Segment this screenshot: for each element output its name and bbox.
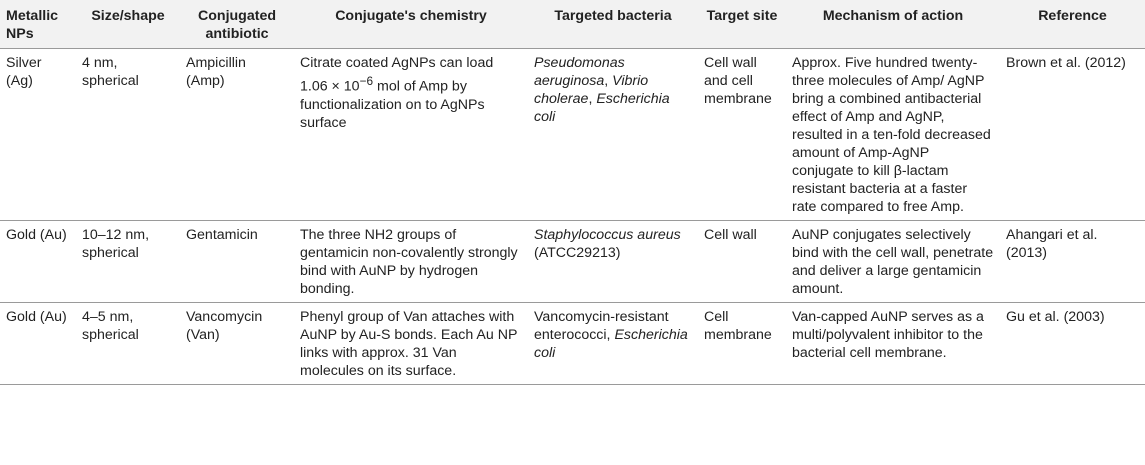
col-header-conjugate-chemistry: Conjugate's chemistry	[294, 0, 528, 49]
nanoparticle-antibiotic-table: Metallic NPs Size/shape Conjugated antib…	[0, 0, 1145, 385]
bacteria-part: ,	[588, 91, 597, 107]
bacteria-part: Escherichia coli	[534, 91, 670, 125]
cell-np: Gold (Au)	[0, 220, 76, 303]
bacteria-part: (ATCC29213)	[534, 245, 621, 261]
chemistry-exponent: −6	[359, 74, 374, 88]
cell-antibiotic: Ampicillin (Amp)	[180, 48, 294, 221]
bacteria-part: Staphylococcus aureus	[534, 227, 681, 243]
col-header-metallic-nps: Metallic NPs	[0, 0, 76, 49]
cell-np: Silver (Ag)	[0, 48, 76, 221]
table-row: Gold (Au) 10–12 nm, spherical Gentamicin…	[0, 220, 1145, 303]
cell-mechanism: Van-capped AuNP serves as a multi/polyva…	[786, 302, 1000, 385]
table-row: Silver (Ag) 4 nm, spherical Ampicillin (…	[0, 48, 1145, 221]
cell-reference: Brown et al. (2012)	[1000, 48, 1145, 221]
cell-chemistry: Phenyl group of Van attaches with AuNP b…	[294, 302, 528, 385]
table-row: Gold (Au) 4–5 nm, spherical Vancomycin (…	[0, 302, 1145, 385]
chemistry-text: Citrate coated AgNPs can load 1.06 × 10	[300, 55, 494, 95]
cell-reference: Gu et al. (2003)	[1000, 302, 1145, 385]
cell-size: 10–12 nm, spherical	[76, 220, 180, 303]
cell-antibiotic: Vancomycin (Van)	[180, 302, 294, 385]
col-header-mechanism: Mechanism of action	[786, 0, 1000, 49]
col-header-size-shape: Size/shape	[76, 0, 180, 49]
col-header-reference: Reference	[1000, 0, 1145, 49]
cell-mechanism: AuNP conjugates selectively bind with th…	[786, 220, 1000, 303]
header-row: Metallic NPs Size/shape Conjugated antib…	[0, 0, 1145, 49]
chemistry-text-rest: mol of Amp by functionalization on to Ag…	[300, 78, 485, 131]
cell-size: 4 nm, spherical	[76, 48, 180, 221]
col-header-target-site: Target site	[698, 0, 786, 49]
cell-np: Gold (Au)	[0, 302, 76, 385]
cell-chemistry: The three NH2 groups of gentamicin non-c…	[294, 220, 528, 303]
col-header-targeted-bacteria: Targeted bacteria	[528, 0, 698, 49]
cell-target-site: Cell wall	[698, 220, 786, 303]
cell-target-site: Cell wall and cell membrane	[698, 48, 786, 221]
cell-size: 4–5 nm, spherical	[76, 302, 180, 385]
cell-reference: Ahangari et al. (2013)	[1000, 220, 1145, 303]
bacteria-part: ,	[604, 73, 613, 89]
bacteria-part: Pseudomonas aeruginosa	[534, 55, 625, 89]
cell-antibiotic: Gentamicin	[180, 220, 294, 303]
cell-bacteria: Vancomycin-resistant enterococci, Escher…	[528, 302, 698, 385]
cell-bacteria: Staphylococcus aureus (ATCC29213)	[528, 220, 698, 303]
cell-chemistry: Citrate coated AgNPs can load 1.06 × 10−…	[294, 48, 528, 221]
bacteria-part: Escherichia coli	[534, 327, 688, 361]
cell-bacteria: Pseudomonas aeruginosa, Vibrio cholerae,…	[528, 48, 698, 221]
bacteria-part: Vancomycin-resistant enterococci,	[534, 309, 669, 343]
bacteria-part: Vibrio cholerae	[534, 73, 649, 107]
col-header-conjugated-antibiotic: Conjugated antibiotic	[180, 0, 294, 49]
cell-target-site: Cell membrane	[698, 302, 786, 385]
cell-mechanism: Approx. Five hundred twenty-three molecu…	[786, 48, 1000, 221]
